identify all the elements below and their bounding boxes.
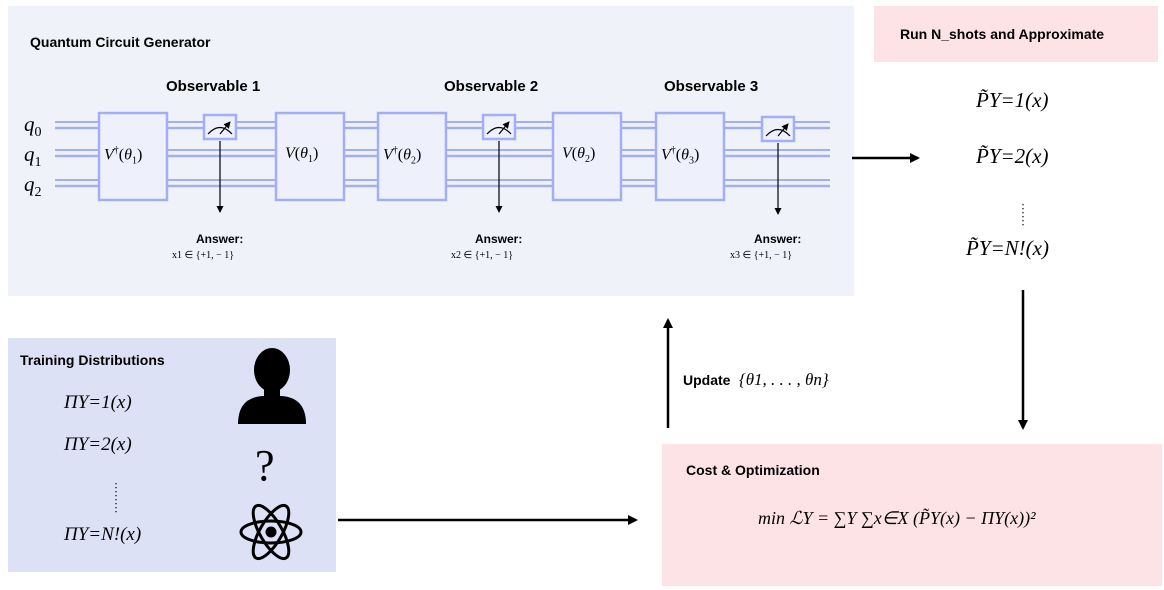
gate-v-theta1 bbox=[274, 111, 346, 202]
answer-value-2: x2 ∈ {+1, − 1} bbox=[451, 250, 514, 261]
run-prob-4: P̃Y=N!(x) bbox=[966, 236, 1049, 260]
atom-icon bbox=[239, 503, 303, 561]
observable-3-title: Observable 3 bbox=[664, 78, 759, 95]
gate-label-2: V(θ1) bbox=[285, 145, 319, 166]
answer-label-3: Answer: bbox=[754, 232, 802, 246]
training-dist-1: ΠY=1(x) bbox=[64, 392, 132, 413]
question-mark-icon: ? bbox=[255, 441, 275, 490]
answer-label-1: Answer: bbox=[196, 232, 244, 246]
gate-vdag-theta3 bbox=[654, 111, 726, 202]
cost-formula: min ℒY = ∑Y ∑x∈X (P̃Y(x) − ΠY(x))² bbox=[758, 508, 1036, 528]
observable-2-title: Observable 2 bbox=[444, 78, 539, 95]
answer-value-1: x1 ∈ {+1, − 1} bbox=[172, 250, 235, 261]
training-dist-4: ΠY=N!(x) bbox=[64, 524, 142, 545]
cost-title: Cost & Optimization bbox=[686, 462, 820, 478]
observable-1-title: Observable 1 bbox=[166, 78, 261, 95]
run-header-panel bbox=[874, 6, 1158, 62]
gate-label-1: V†(θ1) bbox=[104, 145, 143, 167]
qubit-label-q0: q0 bbox=[24, 112, 42, 141]
gate-vdag-theta1 bbox=[97, 111, 169, 202]
gate-label-3: V†(θ2) bbox=[383, 145, 422, 167]
run-prob-2: P̃Y=2(x) bbox=[976, 144, 1049, 168]
gate-v-theta2 bbox=[551, 111, 623, 202]
update-label: Update bbox=[683, 372, 731, 388]
gate-vdag-theta2 bbox=[376, 111, 448, 202]
qubit-label-q1: q1 bbox=[24, 142, 42, 171]
training-dist-2: ΠY=2(x) bbox=[64, 434, 132, 455]
run-prob-1: P̃Y=1(x) bbox=[976, 88, 1049, 112]
answer-label-2: Answer: bbox=[475, 232, 523, 246]
circuit-title: Quantum Circuit Generator bbox=[30, 34, 211, 50]
gate-label-4: V(θ2) bbox=[562, 145, 596, 166]
cost-panel bbox=[662, 444, 1162, 586]
qubit-label-q2: q2 bbox=[24, 172, 42, 201]
measurement-3 bbox=[760, 115, 796, 143]
answer-value-3: x3 ∈ {+1, − 1} bbox=[730, 250, 793, 261]
person-silhouette-icon bbox=[238, 348, 306, 424]
meter-icons bbox=[207, 121, 791, 137]
update-label-row: Update {θ1, . . . , θn} bbox=[683, 370, 829, 390]
gate-label-5: V†(θ3) bbox=[661, 145, 700, 167]
training-title: Training Distributions bbox=[20, 352, 165, 368]
update-params: {θ1, . . . , θn} bbox=[738, 370, 829, 389]
run-title: Run N_shots and Approximate bbox=[900, 26, 1105, 42]
